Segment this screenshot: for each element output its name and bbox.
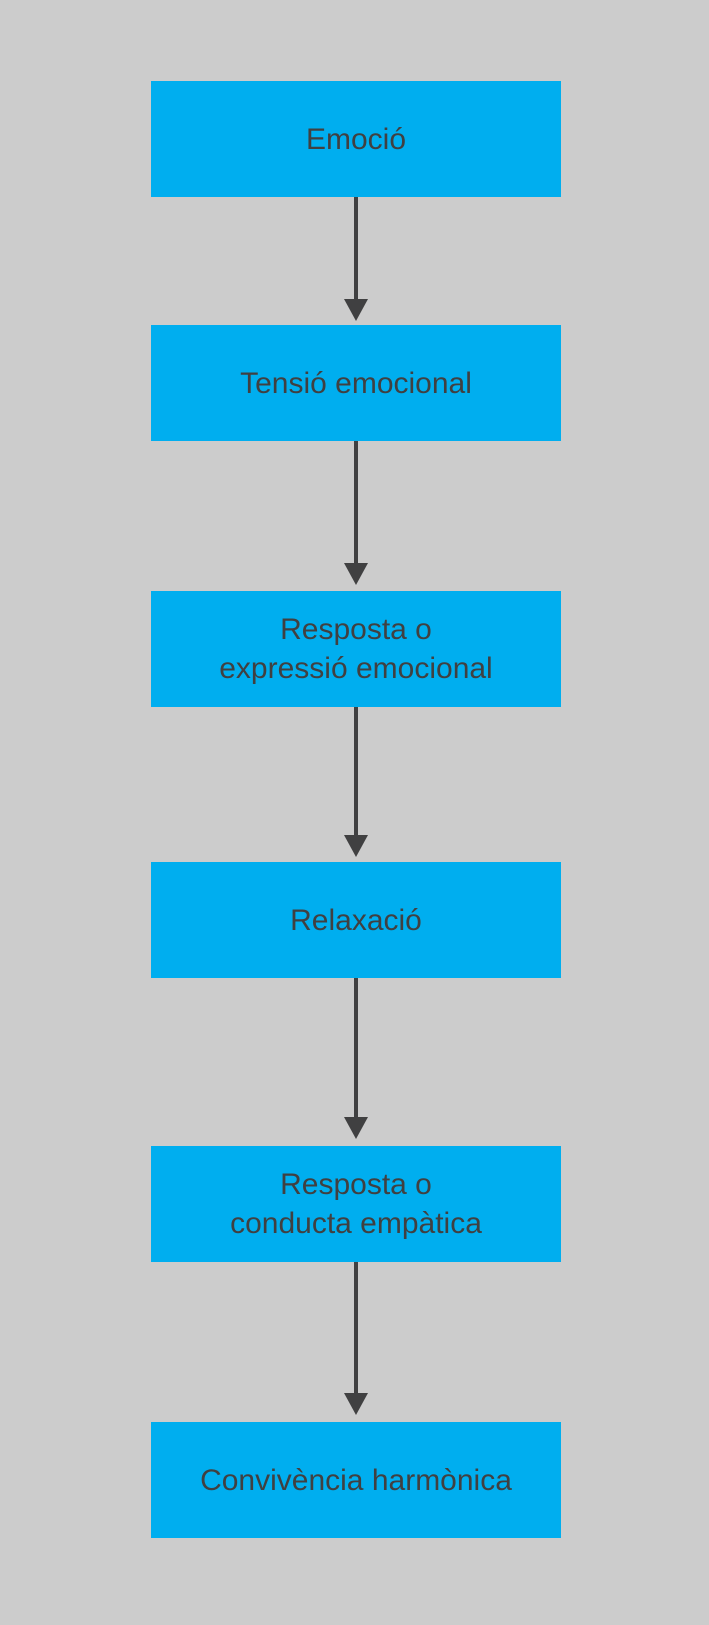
edge-emocio-tensio: [344, 197, 368, 321]
arrowhead-icon: [344, 1117, 368, 1139]
node-label-line: conducta empàtica: [230, 1207, 482, 1240]
node-label-line: Tensió emocional: [240, 366, 472, 400]
node-label-line: Resposta o: [280, 1168, 432, 1201]
node-label-line: Convivència harmònica: [200, 1463, 512, 1497]
node-label: Convivència harmònica: [200, 1461, 512, 1500]
node-tensio-emocional: Tensió emocional: [151, 325, 561, 441]
node-label-line: Emoció: [305, 122, 407, 156]
node-relaxacio: Relaxació: [151, 862, 561, 978]
node-convivencia: Convivència harmònica: [151, 1422, 561, 1538]
node-label: Resposta o conducta empàtica: [230, 1165, 482, 1243]
edge-resposta-expressio-relaxacio: [344, 707, 368, 857]
node-emocio: Emoció: [151, 81, 561, 197]
arrowhead-icon: [344, 1393, 368, 1415]
node-label-line: expressió emocional: [219, 652, 493, 685]
node-label-line: Resposta o: [280, 613, 432, 646]
arrowhead-icon: [344, 299, 368, 321]
edge-relaxacio-resposta-conducta: [344, 978, 368, 1139]
edge-tensio-resposta-expressio: [344, 441, 368, 585]
node-label: Resposta o expressió emocional: [219, 610, 492, 688]
arrowhead-icon: [344, 835, 368, 857]
node-label-line: Relaxació: [290, 903, 422, 937]
node-resposta-expressio: Resposta o expressió emocional: [151, 591, 561, 707]
edge-resposta-conducta-convivencia: [344, 1262, 368, 1415]
node-resposta-conducta: Resposta o conducta empàtica: [151, 1146, 561, 1262]
node-label: Emoció: [306, 120, 406, 159]
node-label: Relaxació: [290, 901, 422, 940]
node-label: Tensió emocional: [240, 364, 472, 403]
arrowhead-icon: [344, 563, 368, 585]
